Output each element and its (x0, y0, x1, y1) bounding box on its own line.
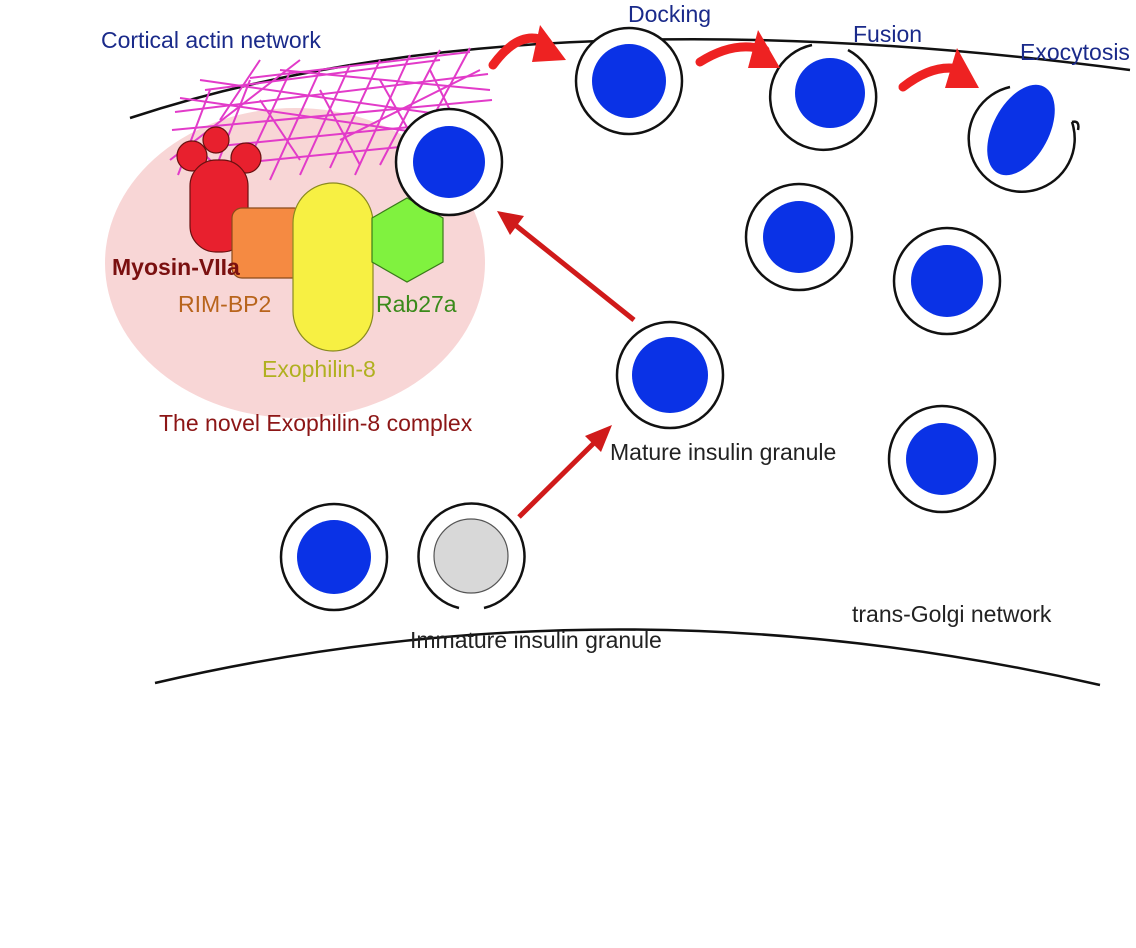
granule-near-golgi (279, 502, 389, 612)
granule-free-1 (744, 182, 854, 292)
curved-arrow-1 (488, 25, 566, 70)
label-mature-granule: Mature insulin granule (610, 439, 836, 465)
label-complex-title: The novel Exophilin-8 complex (159, 410, 473, 436)
tgn-membrane (154, 628, 1101, 687)
actin-network (169, 47, 493, 181)
label-myosin-viia: Myosin-VIIa (112, 254, 240, 280)
granule-immature (417, 502, 526, 610)
exophilin8-shape (292, 182, 374, 352)
granule-exocytosis (967, 84, 1080, 193)
granule-fusion (768, 43, 878, 152)
label-rimbp2: RIM-BP2 (178, 291, 271, 317)
curved-arrow-3 (898, 48, 979, 92)
arrow-mature-to-cortex (497, 211, 636, 322)
label-immature-granule: Immature insulin granule (410, 627, 662, 653)
label-rab27a: Rab27a (376, 291, 457, 317)
label-cortical-actin: Cortical actin network (101, 27, 321, 53)
label-tgn: trans-Golgi network (852, 601, 1052, 627)
granule-free-2 (892, 226, 1002, 336)
granule-near-complex (394, 107, 504, 217)
granule-free-3 (887, 404, 997, 514)
label-exocytosis: Exocytosis (1020, 39, 1130, 65)
label-docking: Docking (628, 1, 711, 27)
curved-arrow-2 (695, 30, 780, 68)
granule-mature (615, 320, 725, 430)
rab27a-shape (371, 197, 444, 283)
label-fusion: Fusion (853, 21, 922, 47)
arrow-immature-to-mature (517, 425, 612, 519)
label-exophilin8: Exophilin-8 (262, 356, 376, 382)
granule-docking (574, 26, 684, 136)
